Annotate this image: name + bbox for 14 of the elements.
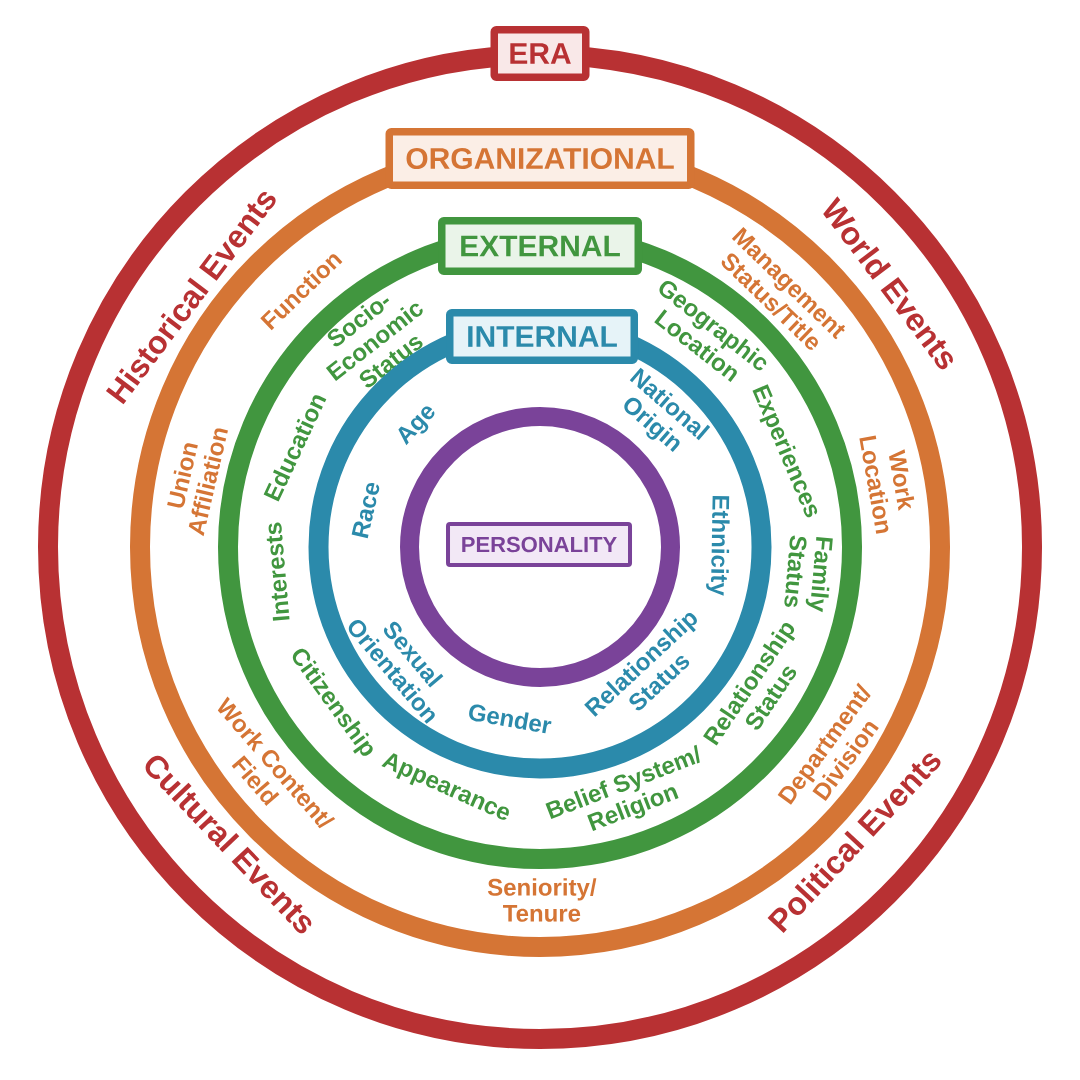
ring-label: Race xyxy=(351,483,380,539)
ring-label: Union Affiliation xyxy=(167,428,228,537)
heading-box: EXTERNAL xyxy=(438,217,642,275)
heading-box: INTERNAL xyxy=(446,309,638,364)
ring-label: Age xyxy=(398,406,435,446)
ring-label: Ethnicity xyxy=(706,495,730,596)
heading-box: ORGANIZATIONAL xyxy=(385,128,695,189)
ring-label: Work Location xyxy=(859,435,915,534)
heading-box: ERA xyxy=(490,26,590,81)
ring-label: Family Status xyxy=(784,535,833,613)
ring-label: Seniority/ Tenure xyxy=(487,878,597,922)
ring-label: Interests xyxy=(266,522,290,621)
ring-label: Gender xyxy=(469,704,552,734)
heading-box: PERSONALITY xyxy=(446,522,632,567)
